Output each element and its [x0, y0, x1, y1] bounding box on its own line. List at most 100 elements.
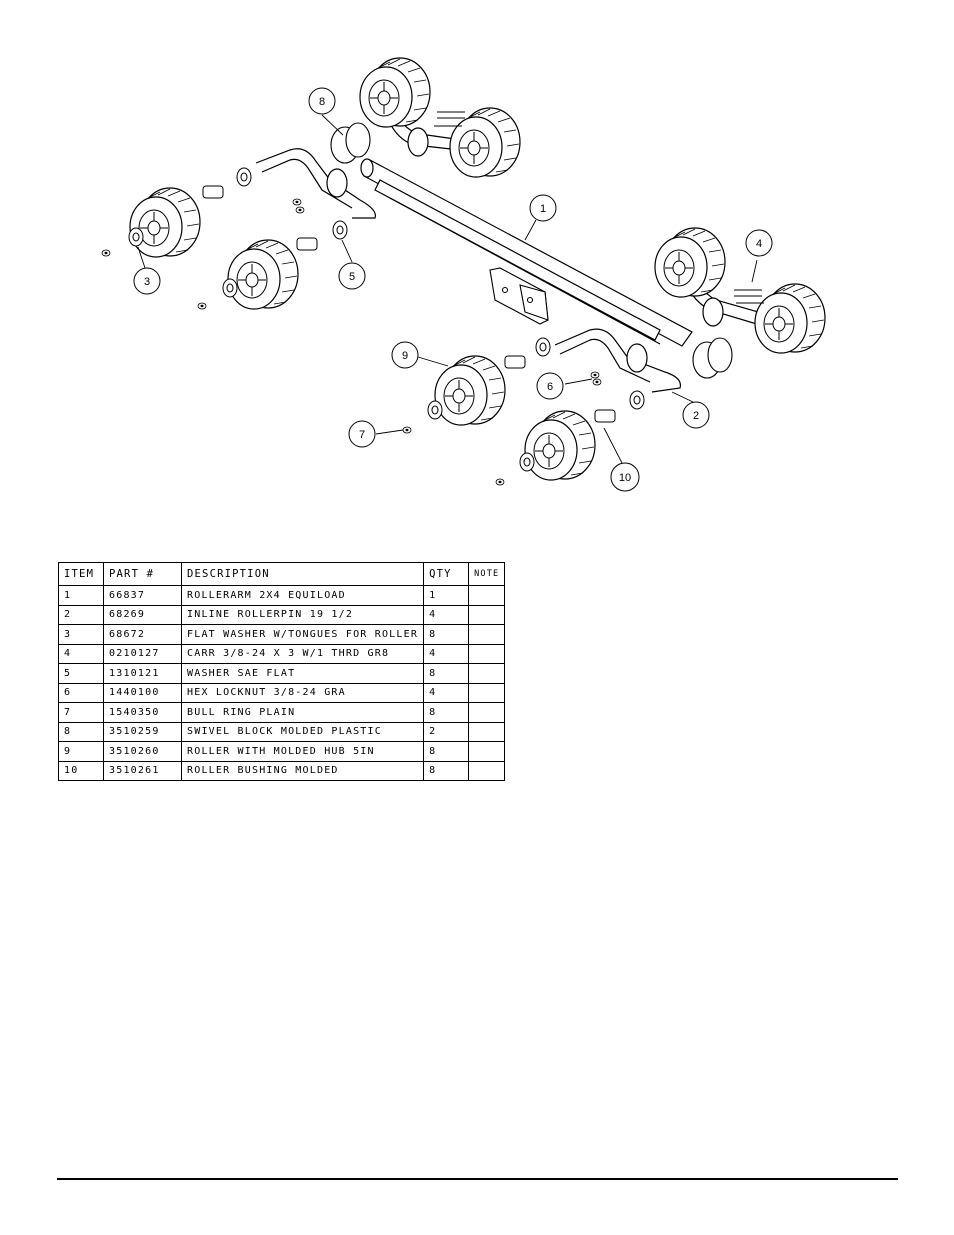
cell-description: ROLLERARM 2X4 EQUILOAD [180, 585, 425, 606]
callout-4: 4 [745, 229, 773, 257]
cell-part-number: 68672 [103, 624, 182, 645]
cell-item: 9 [58, 741, 104, 762]
svg-text:5: 5 [349, 271, 355, 283]
cell-description: ROLLER WITH MOLDED HUB 5IN [180, 741, 425, 762]
sae-washer [332, 220, 348, 240]
bull-ring [495, 478, 505, 486]
roller-left-lower [227, 239, 299, 310]
roller-bushings [202, 185, 616, 423]
callout-leaders [137, 114, 758, 464]
cell-qty: 8 [423, 741, 470, 762]
svg-text:1: 1 [540, 203, 546, 215]
sae-washer [629, 390, 645, 410]
flat-washer-tongue [519, 452, 535, 472]
sae-washer [535, 337, 551, 357]
cell-note [468, 604, 506, 625]
cell-item: 7 [58, 702, 104, 723]
cell-note [468, 760, 506, 781]
exploded-parts-diagram: 1 2 3 4 5 6 7 8 9 10 [101, 57, 826, 492]
flat-washer-tongue [128, 227, 144, 247]
svg-text:2: 2 [693, 410, 699, 422]
cell-part-number: 1440100 [103, 682, 182, 703]
cell-description: SWIVEL BLOCK MOLDED PLASTIC [180, 721, 425, 742]
cell-item: 3 [58, 624, 104, 645]
roller-right-lower [754, 283, 826, 354]
cell-part-number: 3510260 [103, 741, 182, 762]
cell-item: 10 [58, 760, 104, 781]
callout-8: 8 [308, 87, 336, 115]
bull-ring [197, 302, 207, 310]
cell-part-number: 68269 [103, 604, 182, 625]
cell-item: 1 [58, 585, 104, 606]
cell-note [468, 682, 506, 703]
cell-note [468, 624, 506, 645]
cell-item: 8 [58, 721, 104, 742]
callout-1: 1 [529, 194, 557, 222]
roller-left-upper [129, 187, 201, 258]
cell-description: WASHER SAE FLAT [180, 663, 425, 684]
cell-part-number: 1540350 [103, 702, 182, 723]
hex-locknut [292, 198, 302, 206]
cell-note [468, 663, 506, 684]
cell-qty: 4 [423, 643, 470, 664]
roller-arm-tube [360, 158, 693, 347]
roller-lower-right [524, 410, 596, 481]
svg-text:3: 3 [144, 276, 150, 288]
cell-description: HEX LOCKNUT 3/8-24 GRA [180, 682, 425, 703]
header-description: DESCRIPTION [180, 562, 425, 586]
bull-ring [402, 426, 412, 434]
cell-qty: 8 [423, 760, 470, 781]
header-qty: QTY [423, 562, 470, 586]
cell-item: 5 [58, 663, 104, 684]
cell-item: 6 [58, 682, 104, 703]
hex-locknut [295, 206, 305, 214]
header-part-number: PART # [103, 562, 182, 586]
cell-part-number: 3510261 [103, 760, 182, 781]
cell-part-number: 1310121 [103, 663, 182, 684]
cell-note [468, 741, 506, 762]
pivot-arm-lower [554, 328, 682, 393]
cell-description: INLINE ROLLERPIN 19 1/2 [180, 604, 425, 625]
cell-description: ROLLER BUSHING MOLDED [180, 760, 425, 781]
svg-text:4: 4 [756, 238, 762, 250]
swivel-block-upper [330, 122, 371, 164]
flat-washer-tongue [222, 278, 238, 298]
cell-description: BULL RING PLAIN [180, 702, 425, 723]
cell-qty: 1 [423, 585, 470, 606]
bull-ring [101, 249, 111, 257]
cell-item: 4 [58, 643, 104, 664]
svg-text:8: 8 [319, 96, 325, 108]
roller-right-upper [654, 227, 726, 298]
cell-qty: 8 [423, 702, 470, 723]
header-item: ITEM [58, 562, 104, 586]
callout-9: 9 [391, 341, 419, 369]
callout-2: 2 [682, 401, 710, 429]
cell-note [468, 643, 506, 664]
cell-item: 2 [58, 604, 104, 625]
hex-locknut [592, 378, 602, 386]
table-header-row: ITEM PART # DESCRIPTION QTY NOTE [58, 562, 506, 586]
hex-locknut [590, 371, 600, 379]
carriage-bolts [434, 111, 764, 304]
callout-3: 3 [133, 267, 161, 295]
sae-washer [236, 167, 252, 187]
header-note: NOTE [468, 562, 506, 586]
roller-top-left [359, 57, 431, 128]
cell-description: CARR 3/8-24 X 3 W/1 THRD GR8 [180, 643, 425, 664]
footer-rule [57, 1178, 898, 1180]
cell-part-number: 66837 [103, 585, 182, 606]
cell-qty: 8 [423, 624, 470, 645]
cell-qty: 2 [423, 721, 470, 742]
cell-part-number: 0210127 [103, 643, 182, 664]
swivel-block-lower [692, 337, 733, 379]
svg-text:10: 10 [619, 472, 631, 484]
cell-note [468, 585, 506, 606]
